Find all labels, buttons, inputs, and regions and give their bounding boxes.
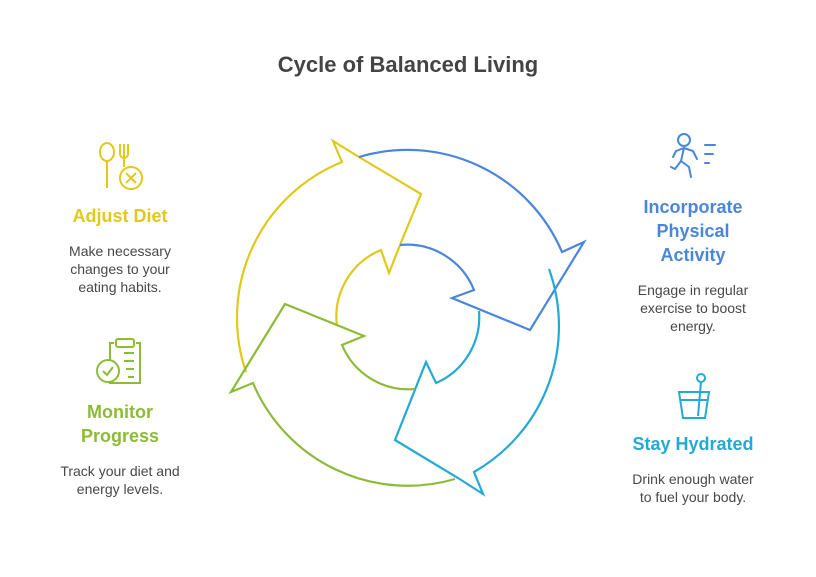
- cycle-arrow-diet: [235, 138, 423, 373]
- desc-line: energy.: [670, 318, 716, 334]
- desc-line: eating habits.: [78, 279, 162, 295]
- step-title: Incorporate Physical Activity: [613, 195, 773, 267]
- water-glass-icon: [677, 373, 711, 419]
- desc-line: exercise to boost: [640, 300, 746, 316]
- diagram-title: Cycle of Balanced Living: [277, 52, 539, 77]
- step-description: Engage in regular exercise to boost ener…: [613, 281, 773, 335]
- running-person-icon: [670, 133, 716, 178]
- step-stay-hydrated: Stay Hydrated Drink enough water to fuel…: [613, 372, 773, 506]
- cycle-arrow-activity: [358, 148, 587, 332]
- step-physical-activity: Incorporate Physical Activity Engage in …: [613, 131, 773, 335]
- step-monitor-progress: Monitor Progress Track your diet and ene…: [40, 335, 200, 498]
- step-title: Monitor Progress: [40, 400, 200, 448]
- title-line: Incorporate: [643, 197, 743, 217]
- step-title: Stay Hydrated: [632, 434, 754, 454]
- desc-line: Track your diet and: [60, 463, 180, 479]
- step-title: Adjust Diet: [72, 206, 168, 226]
- desc-line: energy levels.: [76, 481, 164, 497]
- desc-line: changes to your: [70, 261, 170, 277]
- step-adjust-diet: Adjust Diet Make necessary changes to yo…: [40, 140, 200, 296]
- title-line: Progress: [80, 426, 160, 446]
- title-line: Activity: [660, 245, 726, 265]
- desc-line: Engage in regular: [637, 282, 749, 298]
- title-line: Monitor: [87, 402, 153, 422]
- cycle-arrow-hydrate: [393, 268, 560, 497]
- cycle-arrow-monitor: [228, 302, 456, 487]
- desc-line: Make necessary: [69, 243, 171, 259]
- clipboard-check-icon: [96, 338, 141, 384]
- desc-line: Drink enough water: [632, 471, 754, 487]
- desc-line: to fuel your body.: [639, 489, 747, 505]
- fork-plate-cross-icon: [99, 142, 143, 190]
- step-description: Make necessary changes to your eating ha…: [40, 242, 200, 296]
- step-description: Drink enough water to fuel your body.: [613, 470, 773, 506]
- title-line: Physical: [656, 221, 730, 241]
- step-description: Track your diet and energy levels.: [40, 462, 200, 498]
